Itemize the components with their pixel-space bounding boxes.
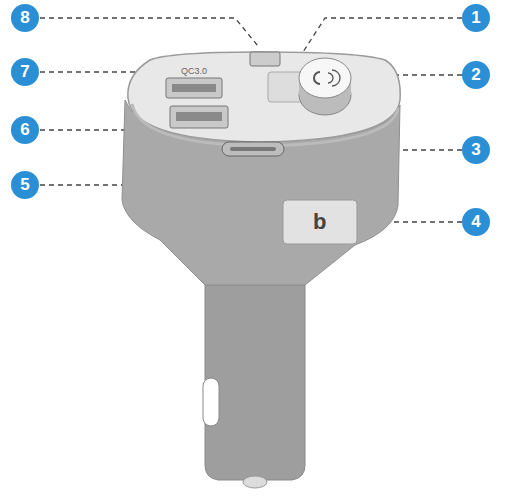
callout-number: 1 bbox=[462, 4, 490, 32]
callout-number: 4 bbox=[462, 208, 490, 236]
callout-number: 5 bbox=[11, 171, 39, 199]
callout-number: 8 bbox=[11, 4, 39, 32]
callout-number: 6 bbox=[11, 116, 39, 144]
callout-number: 3 bbox=[462, 136, 490, 164]
callout-number: 7 bbox=[11, 58, 39, 86]
callout-number: 2 bbox=[462, 61, 490, 89]
port-marking: QC3.0 bbox=[181, 66, 207, 76]
button-logo: b bbox=[313, 209, 326, 235]
